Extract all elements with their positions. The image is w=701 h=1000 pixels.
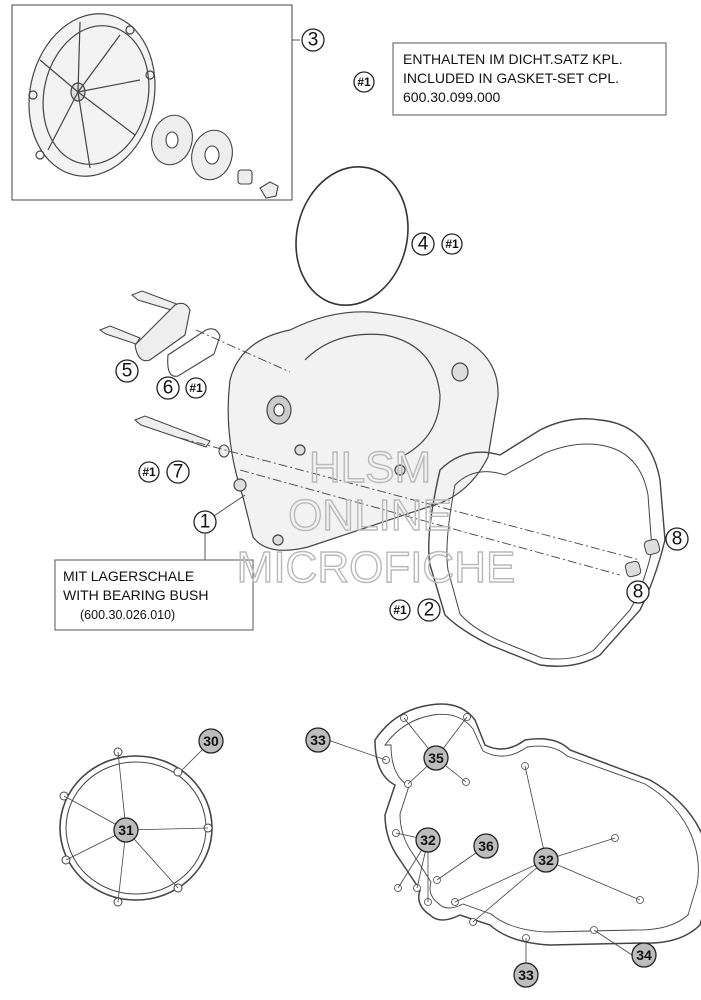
callout-3: 3 xyxy=(308,30,319,51)
callout-6-circle xyxy=(156,376,180,400)
tag-4-circle xyxy=(441,233,463,255)
bearing-bush-note-line2: WITH BEARING BUSH xyxy=(63,587,208,603)
bearing-bush-note-line3: (600.30.026.010) xyxy=(80,608,175,622)
gasket-set-note-box xyxy=(392,42,667,116)
callout-8b: 8 xyxy=(633,582,644,603)
bolt-drawings xyxy=(98,290,230,458)
callout-35: 35 xyxy=(428,750,444,766)
callout-32b: 32 xyxy=(538,852,554,868)
callout-33b: 33 xyxy=(518,967,534,983)
small-cover-drawing xyxy=(134,302,221,377)
tag-7: #1 xyxy=(142,465,156,479)
gasket-set-note-line1: ENTHALTEN IM DICHT.SATZ KPL. xyxy=(403,51,623,67)
callout-2-circle xyxy=(417,598,441,622)
callout-30: 30 xyxy=(203,733,219,749)
callout-8a: 8 xyxy=(672,529,683,550)
callout-7: 7 xyxy=(173,462,184,483)
tag-7-circle xyxy=(138,461,160,483)
callout-31-circle xyxy=(113,817,139,843)
tag-6: #1 xyxy=(189,381,203,395)
callout-3-circle xyxy=(301,28,325,52)
bearing-bush-note-box xyxy=(54,559,254,631)
callout-36: 36 xyxy=(478,838,494,854)
clutch-cover-drawing xyxy=(28,13,156,177)
cover-gasket-drawing xyxy=(428,418,666,667)
callout-5-circle xyxy=(115,359,139,383)
callout-33a-circle xyxy=(305,727,331,753)
callout-8a-circle xyxy=(665,527,689,551)
tag-2-circle xyxy=(389,599,411,621)
callout-32b-circle xyxy=(533,847,559,873)
callout-1-circle xyxy=(193,510,217,534)
main-cover-drawing xyxy=(227,311,499,551)
callout-2: 2 xyxy=(424,600,435,621)
callout-34-circle xyxy=(631,942,657,968)
callout-33b-circle xyxy=(513,962,539,988)
callout-36-circle xyxy=(473,833,499,859)
tag-note-circle xyxy=(353,71,375,93)
o-ring-drawing xyxy=(295,165,409,307)
watermark-line2: ONLINE xyxy=(288,491,452,540)
leaders-32 xyxy=(327,716,641,968)
tag-6-circle xyxy=(185,377,207,399)
callout-7-circle xyxy=(166,460,190,484)
callout-34: 34 xyxy=(636,947,652,963)
callout-35-circle xyxy=(423,745,449,771)
callout-4-circle xyxy=(411,232,435,256)
callout-31: 31 xyxy=(118,822,134,838)
watermark-line3: MICROFICHE xyxy=(237,543,516,592)
tag-2: #1 xyxy=(393,603,407,617)
callout-6: 6 xyxy=(163,378,174,399)
tag-4: #1 xyxy=(445,237,459,251)
callout-4: 4 xyxy=(418,234,429,255)
axis-lines xyxy=(179,329,641,576)
callout-33a: 33 xyxy=(310,732,326,748)
gasket-32-inner xyxy=(384,713,699,933)
callout-30-circle xyxy=(198,728,224,754)
gasket-set-note-line2: INCLUDED IN GASKET-SET CPL. xyxy=(403,70,619,86)
gasket-set-note-line3: 600.30.099.000 xyxy=(403,89,501,105)
dowel-pins xyxy=(624,538,661,578)
gasket-31-drawing xyxy=(59,747,213,907)
callout-8b-circle xyxy=(626,580,650,604)
tag-note: #1 xyxy=(357,75,371,89)
watermark-line1: HLSM xyxy=(309,443,431,492)
callout-32a-circle xyxy=(415,827,441,853)
cover-inner-parts xyxy=(151,114,279,199)
subassembly-box xyxy=(11,4,293,201)
bearing-bush-note-line1: MIT LAGERSCHALE xyxy=(63,568,194,584)
callout-5: 5 xyxy=(122,361,133,382)
callout-32a: 32 xyxy=(420,832,436,848)
callout-1: 1 xyxy=(200,512,211,533)
